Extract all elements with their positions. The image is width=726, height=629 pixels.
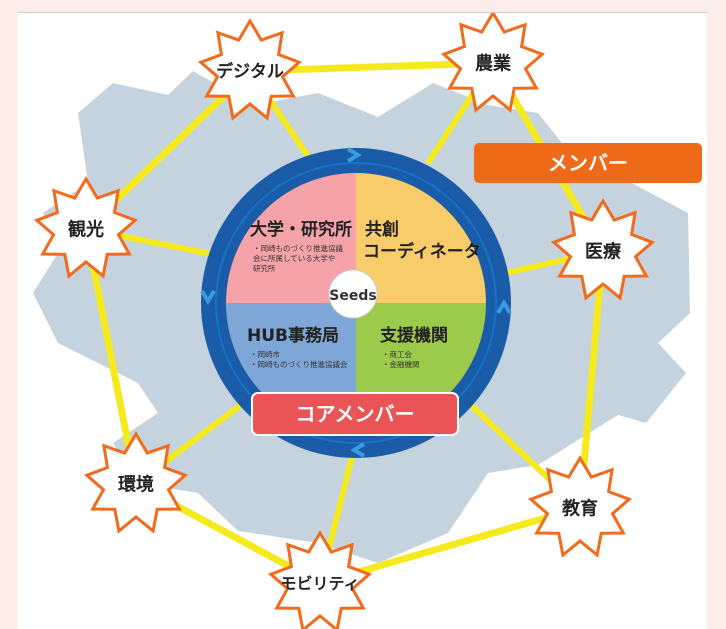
core-member-box — [251, 392, 459, 436]
chevron-top-icon — [346, 147, 362, 163]
member-star-5 — [83, 431, 189, 534]
chevron-left-icon — [200, 289, 216, 305]
hub-note-2: ・岡崎ものづくり推進協議会 — [250, 359, 348, 369]
cocreation-title-line-2: コーディネータ — [363, 241, 481, 262]
member-star-label-5: 環境 — [118, 473, 154, 495]
member-star-label-6: 観光 — [68, 218, 104, 240]
support-note-2: ・金融機関 — [382, 359, 420, 369]
core-member-label: コアメンバー — [296, 402, 415, 426]
member-star-1 — [440, 13, 546, 113]
hub-title: HUB事務局 — [247, 325, 339, 346]
seeds-label: Seeds — [329, 288, 376, 304]
hub-note-1: ・岡崎市 — [250, 349, 280, 359]
member-star-4 — [267, 530, 373, 629]
member-star-2 — [550, 198, 656, 301]
member-box-label: メンバー — [548, 151, 628, 175]
member-box — [474, 143, 702, 183]
member-star-label-3: 教育 — [562, 497, 598, 519]
member-star-label-1: 農業 — [475, 52, 512, 74]
core-ring-inner — [215, 162, 497, 444]
chevron-right-icon — [496, 299, 512, 315]
ring-chevrons — [200, 147, 512, 458]
university-note-1: ・岡崎ものづくり推進協議 — [253, 243, 343, 253]
support-title: 支援機関 — [380, 325, 448, 346]
cocreation-title-line-1: 共創 — [365, 219, 399, 240]
chevron-bottom-icon — [350, 442, 366, 458]
university-title: 大学・研究所 — [250, 219, 352, 240]
member-star-6 — [33, 176, 139, 279]
member-star-label-2: 医療 — [585, 240, 622, 262]
support-note-1: ・商工会 — [382, 349, 412, 359]
member-star-3 — [527, 455, 633, 558]
university-note-3: 研究所 — [253, 263, 276, 273]
member-network-diagram: 大学・研究所 ・岡崎ものづくり推進協議 会に所属している大学や 研究所 共創 コ… — [33, 13, 702, 629]
seeds-circle — [328, 269, 378, 319]
member-star-label-4: モビリティ — [280, 574, 359, 593]
university-note-2: 会に所属している大学や — [253, 253, 335, 263]
diagram-frame: 大学・研究所 ・岡崎ものづくり推進協議 会に所属している大学や 研究所 共創 コ… — [18, 12, 707, 629]
member-star-label-0: デジタル — [216, 61, 284, 82]
member-star-0 — [197, 18, 303, 121]
